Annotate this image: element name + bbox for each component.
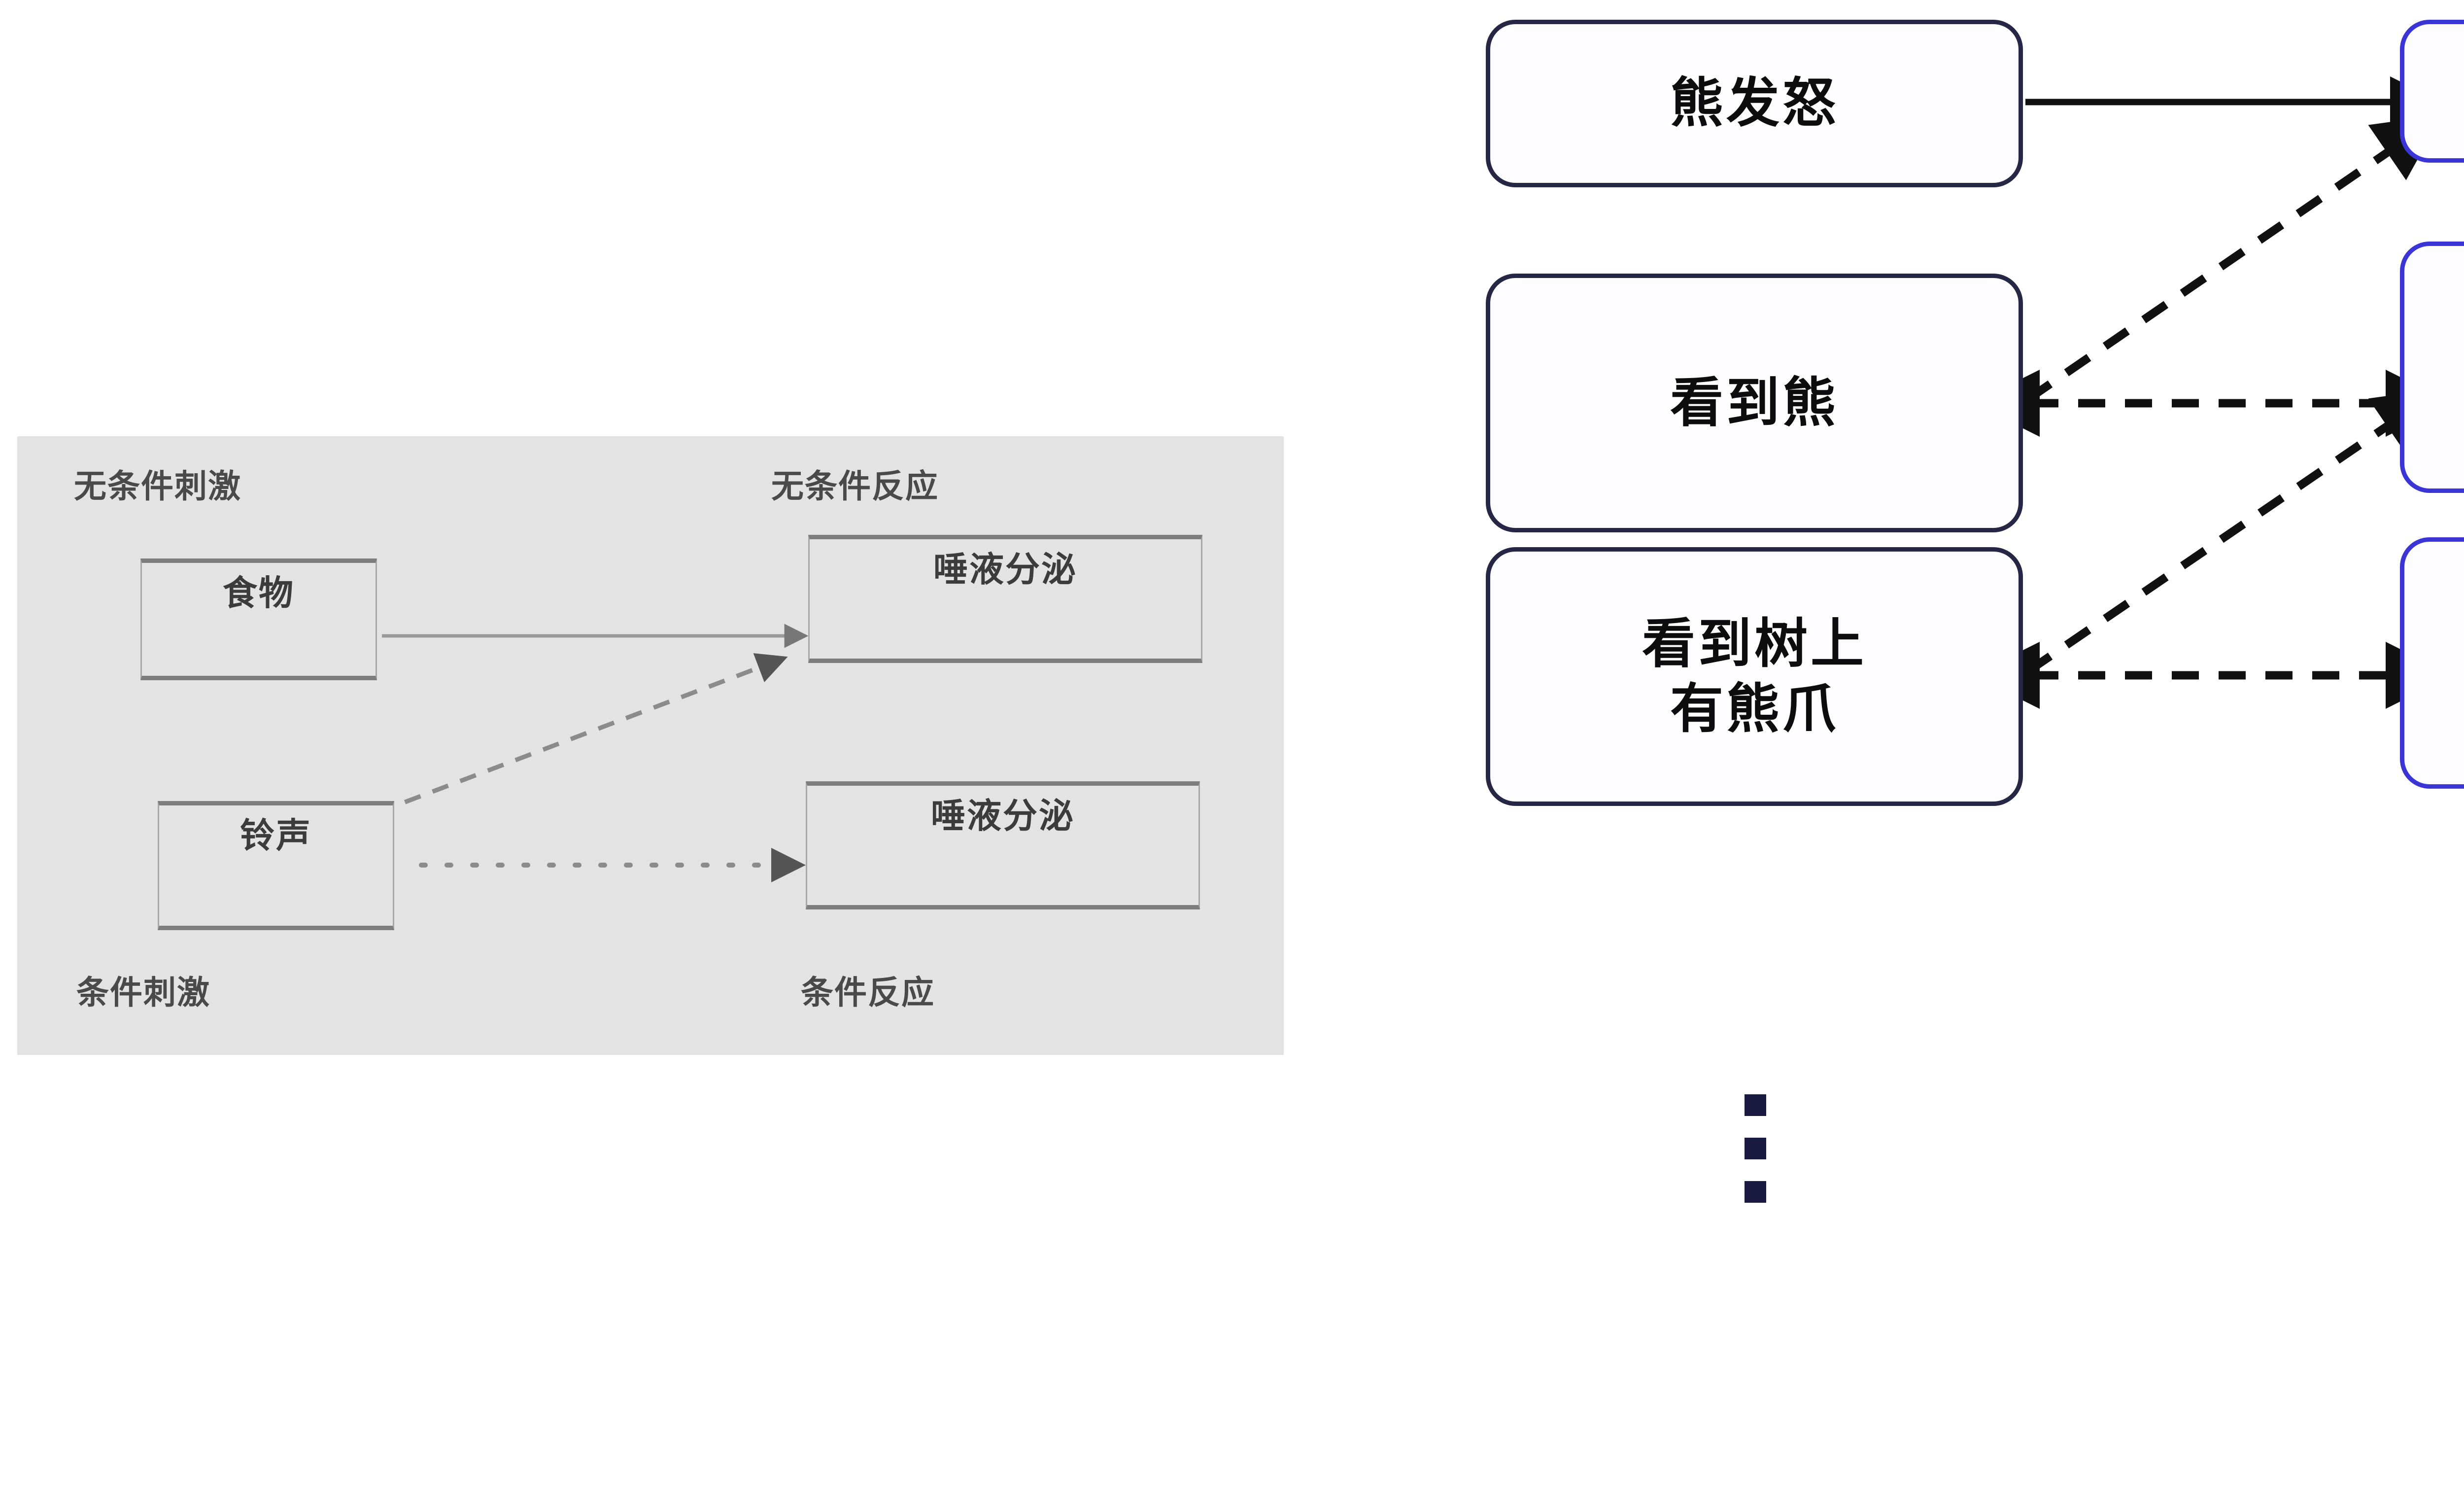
node-bear-angry[interactable]: 熊发怒 bbox=[1486, 20, 2023, 187]
label-conditioned-response: 条件反应 bbox=[801, 974, 935, 1011]
node-value-s[interactable]: V(s) bbox=[2400, 537, 2464, 789]
cc-box-bell: 铃声 bbox=[158, 801, 394, 930]
classical-conditioning-panel: 无条件刺激 无条件反应 条件刺激 条件反应 食物 铃声 唾液分泌 唾液分泌 bbox=[17, 436, 1284, 1055]
node-see-bear-label: 看到熊 bbox=[1670, 372, 1839, 434]
label-unconditioned-stimulus: 无条件刺激 bbox=[74, 467, 241, 505]
cc-box-food: 食物 bbox=[140, 558, 377, 680]
node-value-s-prime[interactable]: V(s′) bbox=[2400, 242, 2464, 493]
label-unconditioned-response: 无条件反应 bbox=[771, 467, 939, 505]
rl-diagram-arrows bbox=[1973, 76, 2453, 709]
node-reward[interactable]: 奖励 bbox=[2400, 20, 2464, 163]
node-see-bear[interactable]: 看到熊 bbox=[1486, 274, 2023, 532]
ellipsis-dots-left bbox=[1745, 1094, 1766, 1203]
label-conditioned-stimulus: 条件刺激 bbox=[76, 974, 210, 1011]
cc-box-salivation-bottom-label: 唾液分泌 bbox=[931, 796, 1075, 836]
node-bear-angry-label: 熊发怒 bbox=[1670, 72, 1839, 135]
edge-see-claw-to-v-s-prime bbox=[2025, 388, 2443, 675]
classical-conditioning-arrows bbox=[238, 624, 809, 882]
ellipsis-dot bbox=[1745, 1181, 1766, 1203]
rl-value-diagram: 熊发怒 看到熊 看到树上 有熊爪 奖励 V(s′) V(s) bbox=[1429, 0, 2464, 1499]
ellipsis-dot bbox=[1745, 1138, 1766, 1159]
node-see-claw-on-tree-label: 看到树上 有熊爪 bbox=[1642, 613, 1867, 740]
cc-box-food-label: 食物 bbox=[223, 573, 295, 613]
edge-see-bear-to-reward bbox=[2025, 114, 2443, 403]
cc-box-salivation-top: 唾液分泌 bbox=[808, 535, 1202, 663]
node-see-claw-on-tree[interactable]: 看到树上 有熊爪 bbox=[1486, 547, 2023, 806]
ellipsis-dot bbox=[1745, 1094, 1766, 1116]
cc-box-salivation-bottom: 唾液分泌 bbox=[806, 781, 1200, 909]
cc-box-salivation-top-label: 唾液分泌 bbox=[933, 549, 1077, 590]
cc-box-bell-label: 铃声 bbox=[240, 815, 312, 856]
